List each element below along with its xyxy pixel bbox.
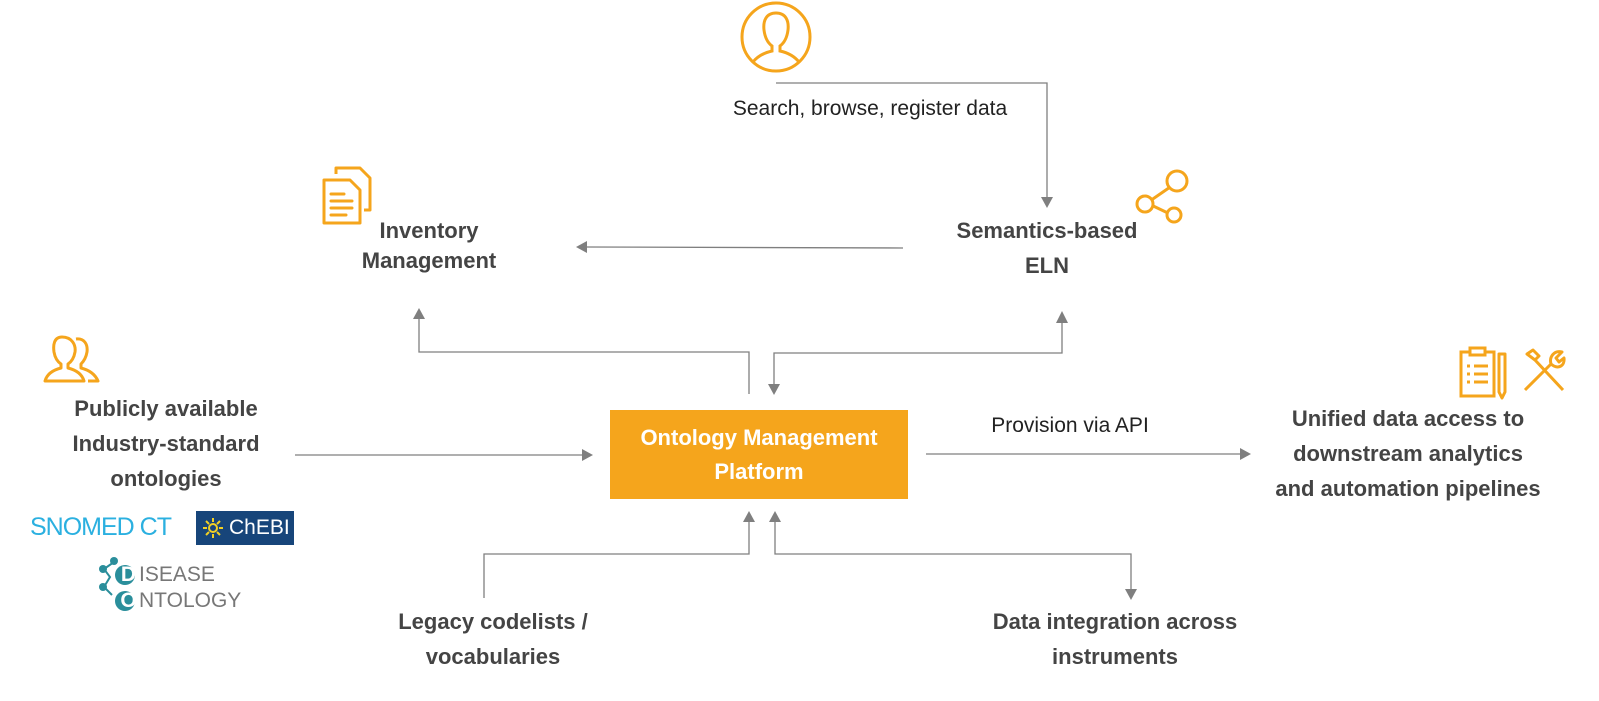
unified-data-access-label: Unified data access to downstream analyt… bbox=[1275, 406, 1541, 501]
edge-eln-platform bbox=[773, 318, 1063, 384]
chebi-logo: ChEBI bbox=[196, 511, 294, 545]
user-caption: Search, browse, register data bbox=[732, 97, 1008, 120]
snomed-ct-logo: SNOMED CT bbox=[30, 513, 172, 541]
clipboard-icon bbox=[1459, 346, 1507, 400]
arrowhead bbox=[582, 449, 593, 461]
disease-initial: D bbox=[120, 563, 137, 586]
chebi-text: ChEBI bbox=[229, 516, 290, 539]
arrowhead bbox=[1240, 448, 1251, 460]
arrowhead bbox=[413, 308, 425, 319]
edge-user-to-eln bbox=[776, 82, 1048, 198]
arrowhead bbox=[768, 384, 780, 395]
documents-icon bbox=[322, 166, 372, 225]
edge-platform-to-inventory bbox=[418, 318, 750, 394]
arrowhead bbox=[743, 511, 755, 522]
arrowhead bbox=[1056, 311, 1068, 323]
inventory-management-label: Inventory Management bbox=[361, 218, 497, 273]
chebi-emblem-icon bbox=[203, 518, 223, 538]
data-integration-label: Data integration across instruments bbox=[992, 609, 1238, 669]
legacy-codelists-label: Legacy codelists / vocabularies bbox=[398, 609, 588, 669]
user-icon bbox=[740, 1, 812, 73]
share-icon bbox=[1135, 169, 1189, 224]
edge-eln-to-inventory bbox=[586, 246, 904, 249]
disease-ontology-mark-icon bbox=[99, 557, 135, 611]
edge-platform-integration bbox=[774, 521, 1132, 590]
arrowhead bbox=[769, 511, 781, 522]
tools-icon bbox=[1523, 348, 1566, 392]
arrowhead bbox=[576, 241, 587, 253]
public-ontologies-label: Publicly available Industry-standard ont… bbox=[72, 396, 260, 491]
arrowhead bbox=[1041, 197, 1053, 208]
platform-title-line1: Ontology Management bbox=[640, 424, 878, 450]
arrowhead bbox=[1125, 589, 1137, 600]
people-icon bbox=[43, 335, 100, 383]
platform-title-line2: Platform bbox=[714, 458, 804, 484]
edge-legacy-to-platform bbox=[483, 521, 750, 598]
provision-api-label: Provision via API bbox=[991, 414, 1149, 437]
ontology-management-platform: Ontology Management Platform bbox=[610, 410, 908, 499]
ontology-initial: O bbox=[120, 589, 137, 612]
eln-label: Semantics-based ELN bbox=[956, 218, 1138, 278]
